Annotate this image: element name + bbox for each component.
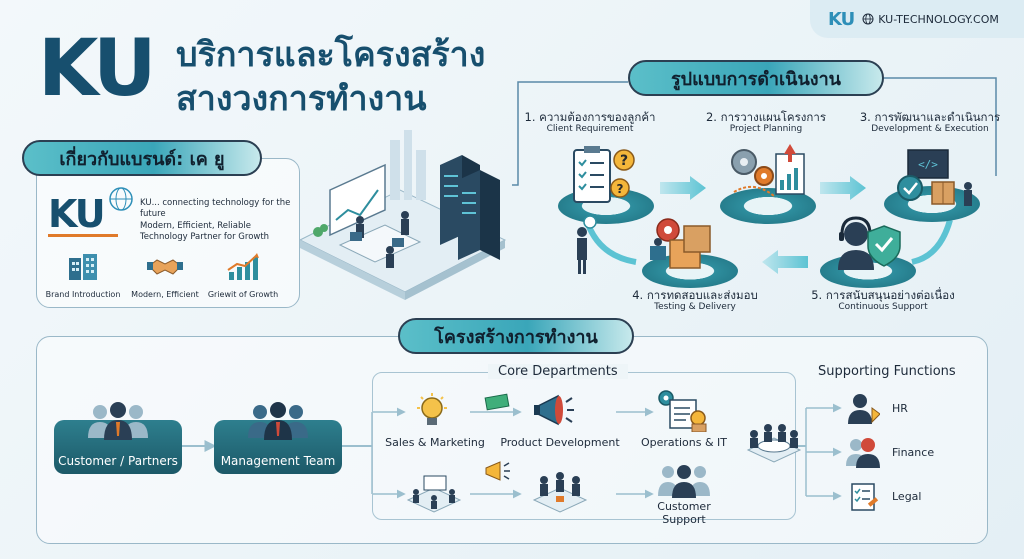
planning-gears-icon [731, 144, 805, 197]
handshake-icon [147, 259, 183, 275]
brand-feature-growth: Griewit of Growth [198, 252, 288, 299]
dept-operations-it: Operations & IT [640, 436, 727, 449]
growth-chart-icon [227, 253, 259, 280]
brand-logo: KU [48, 192, 106, 236]
dept-customer-support: Customer Support [657, 500, 711, 527]
customer-group-icon [88, 402, 148, 440]
core-departments-title: Core Departments [488, 364, 628, 379]
building-icon [69, 254, 97, 280]
globe-icon [862, 13, 874, 25]
megaphone-small-icon [485, 461, 510, 481]
flow-arrow-2 [820, 176, 866, 200]
office-illustration [298, 130, 507, 300]
hr-icon [848, 394, 880, 424]
brand-feature-modern: Modern, Efficient [120, 252, 210, 299]
svg-text:?: ? [620, 153, 628, 169]
step-5-label: 5. การสนับสนุนอย่างต่อเนื่อง Continuous … [811, 288, 955, 313]
step-3-label: 3. การพัฒนาและดำเนินการ Development & Ex… [859, 110, 1001, 135]
support-finance: Finance [892, 446, 935, 459]
money-icon [484, 393, 510, 411]
website-link[interactable]: KU-TECHNOLOGY.COM [862, 13, 999, 26]
dept-sales-marketing: Sales & Marketing [385, 436, 485, 449]
megaphone-icon [534, 394, 574, 426]
clipboard-question-icon: ? ? [573, 146, 635, 203]
lightbulb-icon [417, 393, 447, 425]
flow-arrow-5 [911, 219, 953, 265]
support-hr: HR [892, 402, 908, 415]
process-heading: รูปแบบการดำเนินงาน [628, 60, 884, 96]
main-logo: KU [38, 24, 156, 114]
top-bar: KU KU-TECHNOLOGY.COM [810, 0, 1024, 38]
flow-arrow-4 [585, 222, 637, 265]
step-4-label: 4. การทดสอบและส่งมอบ Testing & Delivery [632, 288, 758, 313]
management-team-icon [248, 402, 308, 440]
testing-delivery-icon [577, 215, 711, 274]
brand-description: KU... connecting technology for the futu… [140, 198, 291, 243]
supporting-functions-title: Supporting Functions [818, 364, 956, 379]
brand-box [36, 158, 300, 308]
legal-icon [851, 483, 879, 511]
step-2-label: 2. การวางแผนโครงการ Project Planning [705, 110, 827, 135]
brand-feature-introduction: Brand Introduction [38, 252, 128, 299]
structure-heading: โครงสร้างการทำงาน [398, 318, 634, 354]
team-meeting-icon [406, 475, 462, 513]
svg-text:</>: </> [918, 158, 938, 171]
flow-arrow-3 [762, 250, 808, 274]
page-title-line1: บริการและโครงสร้าง [176, 35, 486, 75]
server-rack-icon [440, 155, 500, 260]
team-collaboration-icon [532, 472, 588, 513]
globe-icon [109, 187, 133, 211]
brand-logo-underline [48, 234, 118, 237]
step-1-label: 1. ความต้องการของลูกค้า Client Requireme… [524, 110, 656, 135]
support-legal: Legal [892, 490, 922, 503]
page-title-line2: สางวงการทำงาน [176, 79, 427, 119]
support-agent-icon [838, 216, 901, 270]
dept-product-development: Product Development [500, 436, 620, 449]
customer-support-icon [658, 465, 710, 498]
svg-text:?: ? [617, 182, 624, 196]
brand-heading: เกี่ยวกับแบรนด์: เค ยู [22, 140, 262, 176]
finance-icon [846, 438, 880, 468]
flow-arrow-1 [660, 176, 706, 200]
hub-meeting-icon [746, 424, 802, 463]
development-icon: </> [897, 149, 972, 206]
small-logo: KU [828, 8, 855, 30]
operations-icon [658, 390, 707, 432]
